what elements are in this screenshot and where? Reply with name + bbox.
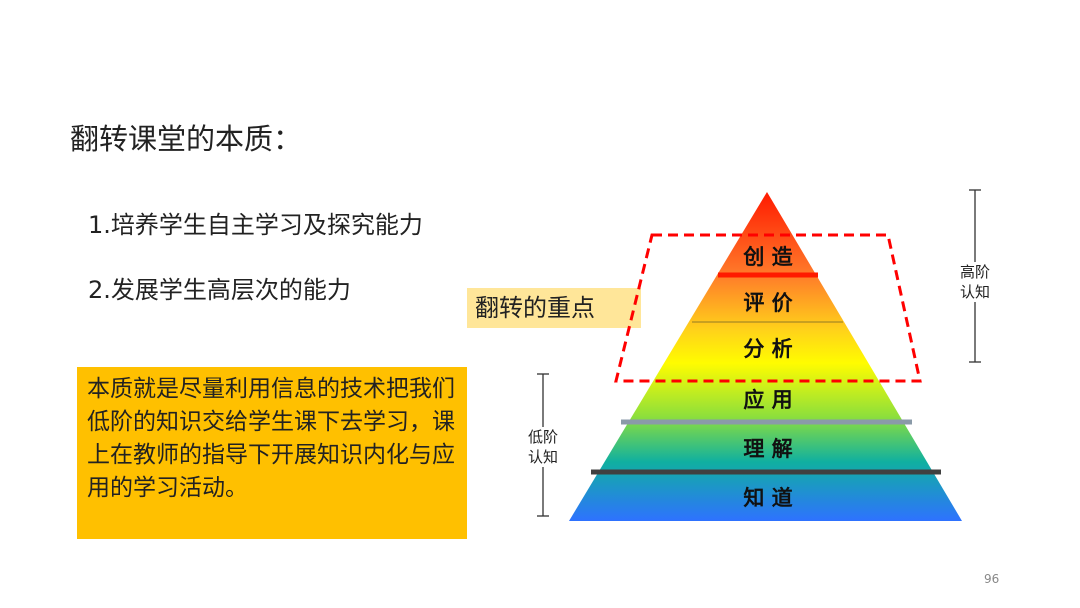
level-create: 创 造 (742, 245, 793, 269)
level-analyze: 分 析 (743, 337, 792, 361)
point-2: 2.发展学生高层次的能力 (88, 276, 351, 304)
summary-box: 本质就是尽量利用信息的技术把我们低阶的知识交给学生课下去学习，课上在教师的指导下… (77, 367, 467, 539)
level-evaluate: 评 价 (743, 291, 793, 315)
focus-label: 翻转的重点 (467, 288, 641, 328)
low-cognition-label: 低阶认知 (526, 427, 560, 467)
level-apply: 应 用 (743, 388, 792, 412)
focus-dashed-box (614, 233, 922, 383)
pyramid-shape (569, 192, 962, 521)
level-know: 知 道 (743, 486, 792, 510)
high-cognition-label: 高阶认知 (958, 262, 992, 302)
point-1: 1.培养学生自主学习及探究能力 (88, 211, 423, 239)
slide-title: 翻转课堂的本质： (70, 122, 303, 156)
level-understand: 理 解 (743, 437, 792, 461)
page-number: 96 (984, 572, 1000, 586)
